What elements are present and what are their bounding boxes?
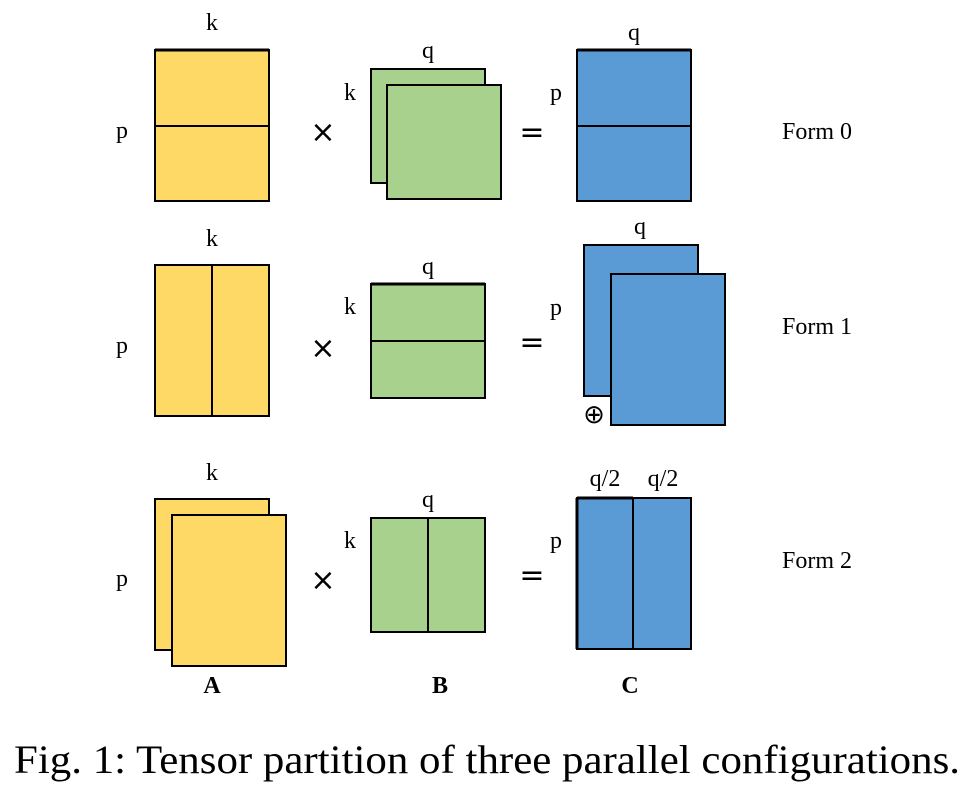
dim-q-label: q [634,214,646,240]
form-0-row: k p × q k = q p Form 0 [116,10,852,202]
times-operator: × [310,331,335,366]
form-1-row: k p × q k = q p ⊕ Form 1 [116,214,852,430]
dim-q-half-label: q/2 [590,466,621,492]
form-2-label: Form 2 [782,548,852,574]
dim-p-label: p [116,566,128,592]
form-2-row: k p × q k = q/2 q/2 p Form 2 [116,460,852,667]
matrix-b-front [386,84,502,200]
dim-p-label: p [116,118,128,144]
dim-k-label: k [344,528,356,554]
dim-q-label: q [422,38,434,64]
dim-p-label: p [550,80,562,106]
dim-p-label: p [550,528,562,554]
matrix-c-label: C [621,673,638,699]
form-0-label: Form 0 [782,119,852,145]
dim-k-label: k [206,460,218,486]
times-operator: × [310,115,335,150]
dim-k-label: k [344,294,356,320]
dim-k-label: k [206,10,218,36]
equals-operator: = [519,115,544,150]
dim-p-label: p [116,333,128,359]
oplus-icon: ⊕ [583,400,605,430]
equals-operator: = [519,325,544,360]
dim-q-label: q [628,20,640,46]
matrix-a-front [171,514,287,667]
matrix-c-front [610,273,726,426]
dim-k-label: k [344,80,356,106]
dim-q-label: q [422,487,434,513]
dim-q-label: q [422,254,434,280]
times-operator: × [310,563,335,598]
matrix-a-label: A [203,673,221,699]
dim-p-label: p [550,295,562,321]
equals-operator: = [519,558,544,593]
dim-k-label: k [206,226,218,252]
figure-caption: Fig. 1: Tensor partition of three parall… [14,737,960,782]
form-1-label: Form 1 [782,314,852,340]
dim-q-half-label: q/2 [648,466,679,492]
matrix-b-label: B [432,673,448,699]
